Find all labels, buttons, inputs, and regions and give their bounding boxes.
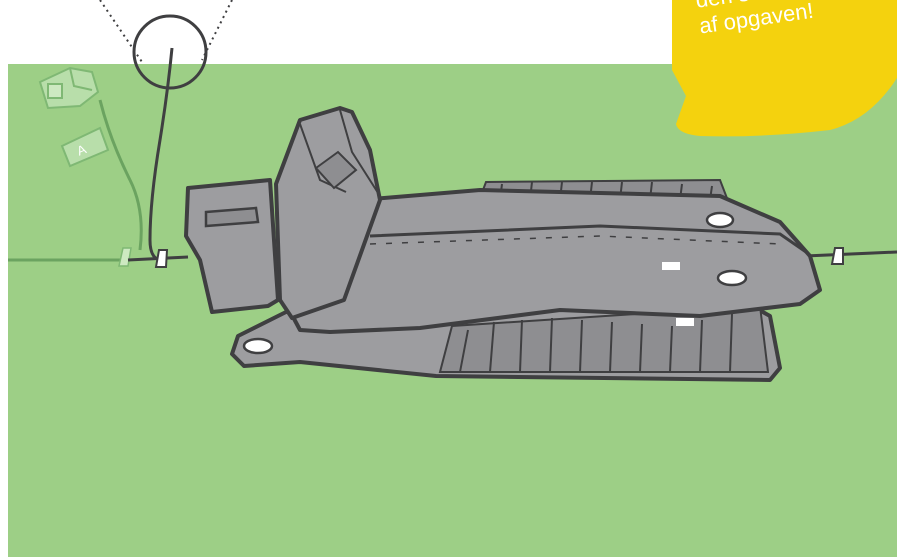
dock-rear-slot	[206, 208, 258, 226]
magnifier-pointer-lines	[100, 0, 232, 62]
wire-peg-right	[832, 248, 843, 264]
wire-peg-left	[156, 250, 167, 267]
